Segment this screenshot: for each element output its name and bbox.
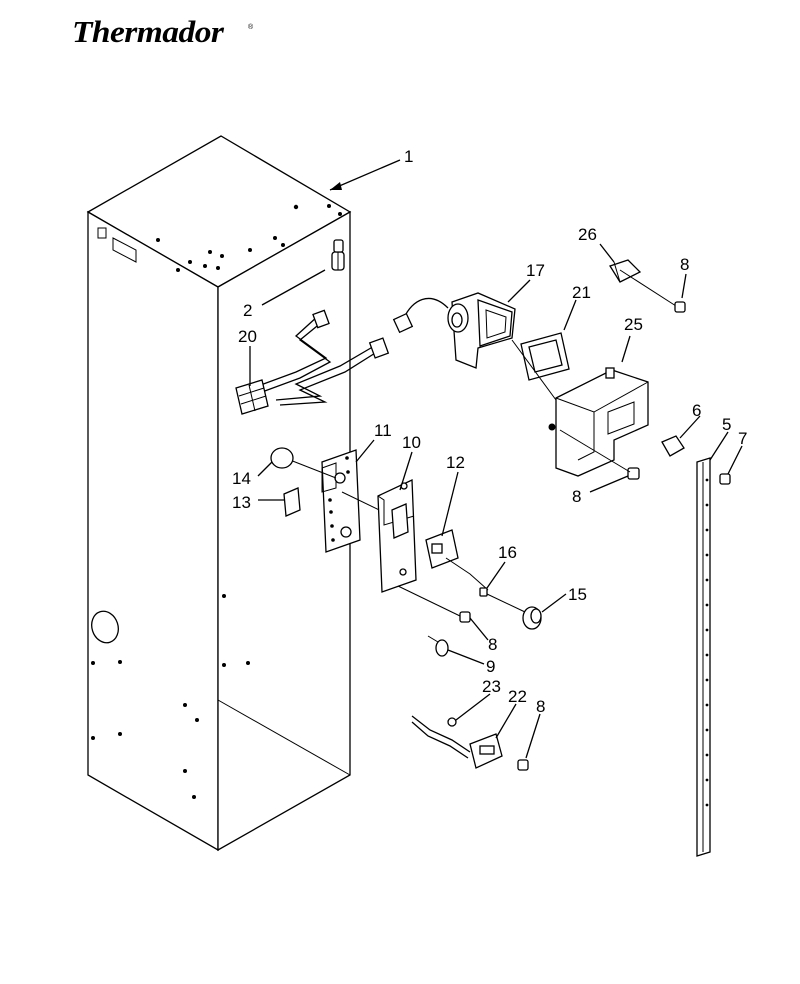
part-12-bracket [425,529,489,591]
callout-23: 23 [482,677,501,696]
part-11-bracket [289,449,401,553]
callout-13: 13 [232,493,251,512]
screw-8-lower [517,759,529,771]
callout-2: 2 [243,301,252,320]
callout-16: 16 [498,543,517,562]
callout-17: 17 [526,261,545,280]
screw-8-mid [397,585,471,623]
callout-6: 6 [692,401,701,420]
harness-connector-block [235,379,269,415]
part-21-gasket [520,332,570,381]
callout-8-upper: 8 [680,255,689,274]
part-22-switch [469,733,503,769]
thermador-logo: Thermador [72,14,224,49]
callout-22: 22 [508,687,527,706]
screw-8-cover [559,429,640,480]
callout-8-lower: 8 [536,697,545,716]
callout-labels: 1 2 20 17 21 25 26 8 11 10 12 14 13 16 1… [232,147,747,716]
leader-lines [249,159,743,759]
callout-5: 5 [722,415,731,434]
callout-12: 12 [446,453,465,472]
part-13-pad [283,487,301,517]
part-17-control-module [392,292,516,369]
callout-8-cover: 8 [572,487,581,506]
part-9-plug [427,635,449,657]
part-7-screw [719,473,731,485]
part-10-plate [377,478,417,593]
callout-8-mid: 8 [488,635,497,654]
callout-1: 1 [404,147,413,166]
callout-26: 26 [578,225,597,244]
trademark-symbol: ® [248,24,254,31]
part-23-wire [411,715,471,759]
callout-25: 25 [624,315,643,334]
part-16-screw [479,587,526,613]
callout-10: 10 [402,433,421,452]
cabinet-shell [86,135,352,852]
callout-9: 9 [486,657,495,676]
screw-8-upper [674,301,686,313]
part-6-clip [661,435,685,457]
callout-20: 20 [238,327,257,346]
callout-11: 11 [374,421,392,440]
part-15-knob [522,606,542,630]
callout-14: 14 [232,469,251,488]
part-5-rail [696,457,711,857]
part-20-wire-harness [235,309,390,415]
callout-21: 21 [572,283,591,302]
part-26-clip [609,259,677,307]
callout-7: 7 [738,429,747,448]
part-2-plug [331,239,345,271]
part-14-cap [270,447,294,469]
part-25-cover [511,339,649,477]
callout-15: 15 [568,585,587,604]
